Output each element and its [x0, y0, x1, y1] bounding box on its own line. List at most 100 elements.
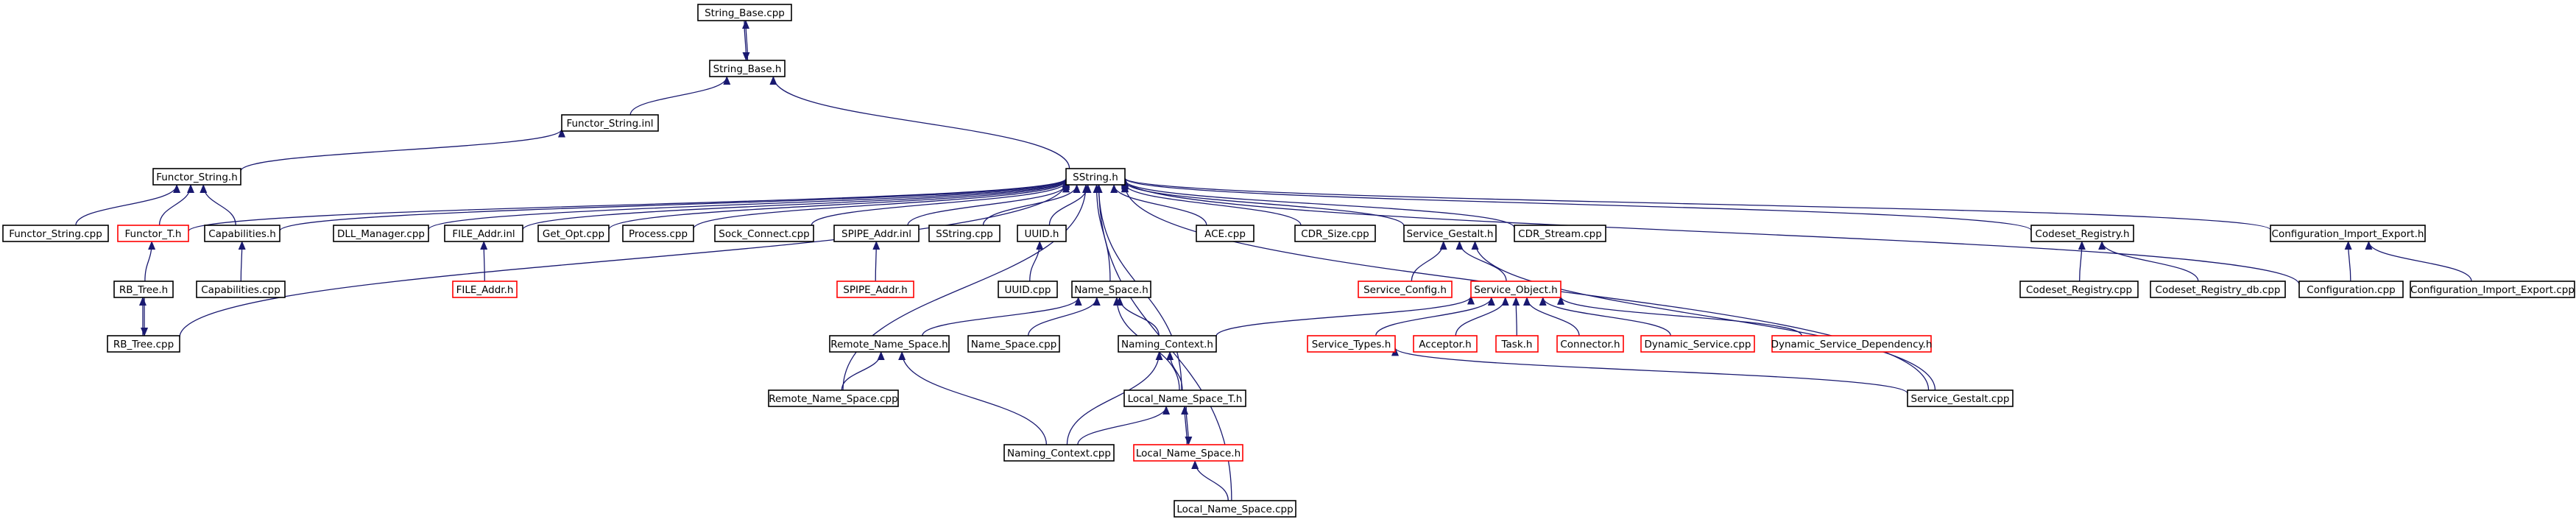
node-service-types-h[interactable]: Service_Types.h — [1307, 335, 1396, 353]
node-rb-tree-cpp[interactable]: RB_Tree.cpp — [107, 335, 180, 353]
node-service-object-h[interactable]: Service_Object.h — [1470, 281, 1562, 298]
node-spipe-addr-h[interactable]: SPIPE_Addr.h — [836, 281, 914, 298]
node-codeset-registry-cpp[interactable]: Codeset_Registry.cpp — [2019, 281, 2139, 298]
node-codeset-registry-h[interactable]: Codeset_Registry.h — [2030, 225, 2134, 242]
node-label: Configuration.cpp — [2307, 284, 2395, 296]
node-label: Capabilities.h — [208, 228, 276, 240]
node-capabilities-cpp[interactable]: Capabilities.cpp — [196, 281, 286, 298]
node-box — [113, 281, 174, 298]
node-functor-string-h[interactable]: Functor_String.h — [152, 168, 241, 186]
edge-connector_h-to-service_object_h — [1523, 297, 1580, 336]
node-box — [2298, 281, 2404, 298]
node-box — [1556, 335, 1624, 353]
node-box — [928, 225, 1001, 242]
node-remote-name-space-h[interactable]: Remote_Name_Space.h — [829, 335, 950, 353]
node-task-h[interactable]: Task.h — [1495, 335, 1539, 353]
node-uuid-cpp[interactable]: UUID.cpp — [998, 281, 1058, 298]
node-label: Codeset_Registry.h — [2035, 228, 2129, 240]
node-label: Functor_String.inl — [566, 118, 653, 130]
node-dll-manager-cpp[interactable]: DLL_Manager.cpp — [333, 225, 429, 242]
edge-service_gestalt_cpp-to-service_types_h — [1391, 347, 1908, 395]
node-label: CDR_Size.cpp — [1301, 228, 1369, 240]
node-remote-name-space-cpp[interactable]: Remote_Name_Space.cpp — [768, 389, 899, 407]
node-service-gestalt-h[interactable]: Service_Gestalt.h — [1403, 225, 1497, 242]
node-functor-string-inl[interactable]: Functor_String.inl — [561, 114, 659, 132]
node-label: Name_Space.h — [1074, 284, 1148, 296]
edge-naming_context_cpp-to-remote_name_space_h — [898, 351, 1048, 445]
node-acceptor-h[interactable]: Acceptor.h — [1413, 335, 1478, 353]
node-dynamic-service-cpp[interactable]: Dynamic_Service.cpp — [1640, 335, 1755, 353]
node-uuid-h[interactable]: UUID.h — [1017, 225, 1067, 242]
node-box — [1358, 281, 1453, 298]
node-box — [1071, 281, 1151, 298]
node-name-space-cpp[interactable]: Name_Space.cpp — [967, 335, 1060, 353]
edge-file_addr_inl-to-sstring_h — [522, 178, 1070, 230]
node-box — [1118, 335, 1217, 353]
node-process-cpp[interactable]: Process.cpp — [622, 225, 694, 242]
node-label: Acceptor.h — [1419, 339, 1471, 350]
node-configuration-import-export-h[interactable]: Configuration_Import_Export.h — [2270, 225, 2426, 242]
node-service-config-h[interactable]: Service_Config.h — [1358, 281, 1453, 298]
edge-rb_tree_h-to-functor_t_h — [144, 241, 156, 282]
edge-capabilities_h-to-functor_string_h — [200, 184, 236, 226]
node-label: Dynamic_Service_Dependency.h — [1771, 339, 1933, 350]
node-label: SString.cpp — [936, 228, 993, 240]
node-box — [1174, 500, 1296, 518]
node-sock-connect-cpp[interactable]: Sock_Connect.cpp — [714, 225, 814, 242]
node-label: SPIPE_Addr.inl — [841, 228, 911, 240]
edge-sock_connect_cpp-to-sstring_h — [811, 180, 1070, 226]
node-box — [998, 281, 1058, 298]
edge-process_cpp-to-sstring_h — [693, 180, 1070, 230]
node-ace-cpp[interactable]: ACE.cpp — [1196, 225, 1255, 242]
edge-string_base_h-to-string_base_cpp — [742, 20, 750, 61]
edge-cdr_stream_cpp-to-sstring_h — [1121, 179, 1515, 228]
node-configuration-import-export-cpp[interactable]: Configuration_Import_Export.cpp — [2410, 281, 2575, 298]
node-string-base-h[interactable]: String_Base.h — [709, 60, 786, 77]
node-box — [537, 225, 610, 242]
edge-configuration_import_export_h-to-sstring_h — [1121, 177, 2271, 230]
node-box — [2270, 225, 2426, 242]
node-label: Configuration_Import_Export.h — [2272, 228, 2424, 240]
node-label: Configuration_Import_Export.cpp — [2410, 284, 2575, 296]
node-box — [2410, 281, 2575, 298]
node-cdr-size-cpp[interactable]: CDR_Size.cpp — [1294, 225, 1376, 242]
node-get-opt-cpp[interactable]: Get_Opt.cpp — [537, 225, 610, 242]
node-box — [967, 335, 1060, 353]
node-functor-t-h[interactable]: Functor_T.h — [117, 225, 189, 242]
node-label: RB_Tree.h — [119, 284, 168, 296]
node-box — [768, 389, 899, 407]
node-cdr-stream-cpp[interactable]: CDR_Stream.cpp — [1514, 225, 1606, 242]
node-label: Dynamic_Service.cpp — [1644, 339, 1751, 350]
node-label: Remote_Name_Space.h — [830, 339, 948, 350]
edge-functor_string_cpp-to-functor_string_h — [75, 184, 181, 226]
node-spipe-addr-inl[interactable]: SPIPE_Addr.inl — [833, 225, 920, 242]
node-codeset-registry-db-cpp[interactable]: Codeset_Registry_db.cpp — [2150, 281, 2286, 298]
node-rb-tree-h[interactable]: RB_Tree.h — [113, 281, 174, 298]
edge-cdr_size_cpp-to-sstring_h — [1121, 183, 1302, 226]
node-sstring-h[interactable]: SString.h — [1065, 168, 1126, 186]
edge-local_name_space_t_h-to-local_name_space_h — [1185, 406, 1193, 445]
node-capabilities-h[interactable]: Capabilities.h — [204, 225, 280, 242]
node-file-addr-inl[interactable]: FILE_Addr.inl — [444, 225, 523, 242]
node-label: Remote_Name_Space.cpp — [769, 393, 897, 405]
node-naming-context-h[interactable]: Naming_Context.h — [1118, 335, 1217, 353]
node-configuration-cpp[interactable]: Configuration.cpp — [2298, 281, 2404, 298]
node-local-name-space-h[interactable]: Local_Name_Space.h — [1133, 444, 1243, 462]
node-box — [452, 281, 518, 298]
node-local-name-space-cpp[interactable]: Local_Name_Space.cpp — [1174, 500, 1296, 518]
node-label: Functor_T.h — [125, 228, 182, 240]
node-local-name-space-t-h[interactable]: Local_Name_Space_T.h — [1123, 389, 1246, 407]
node-box — [117, 225, 189, 242]
node-connector-h[interactable]: Connector.h — [1556, 335, 1624, 353]
node-name-space-h[interactable]: Name_Space.h — [1071, 281, 1151, 298]
node-box — [622, 225, 694, 242]
node-file-addr-h[interactable]: FILE_Addr.h — [452, 281, 518, 298]
node-sstring-cpp[interactable]: SString.cpp — [928, 225, 1001, 242]
node-functor-string-cpp[interactable]: Functor_String.cpp — [2, 225, 109, 242]
node-naming-context-cpp[interactable]: Naming_Context.cpp — [1003, 444, 1115, 462]
node-dynamic-service-dependency-h[interactable]: Dynamic_Service_Dependency.h — [1771, 335, 1933, 353]
node-string-base-cpp[interactable]: String_Base.cpp — [697, 4, 792, 21]
node-label: Service_Gestalt.h — [1407, 228, 1494, 240]
node-service-gestalt-cpp[interactable]: Service_Gestalt.cpp — [1907, 389, 2014, 407]
